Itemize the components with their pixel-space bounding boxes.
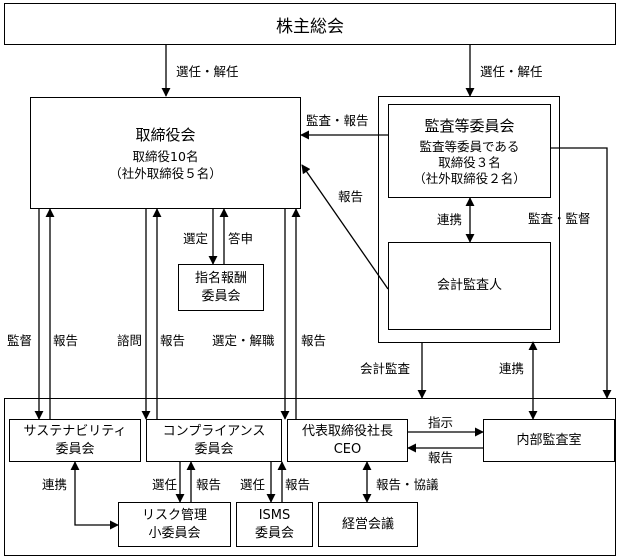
edge-label-elect-dismiss-board: 選任・解任 — [176, 64, 239, 79]
nomination-committee-box: 指名報酬 委員会 — [178, 264, 264, 311]
shareholders-meeting-label: 株主総会 — [276, 16, 344, 37]
nomination-line1: 指名報酬 — [194, 270, 247, 286]
sustainability-line1: サステナビリティ — [23, 423, 127, 439]
edge-label-supervise: 監督 — [7, 333, 33, 348]
edge-label-report-sustainability: 報告 — [53, 333, 79, 348]
ceo-line1: 代表取締役社長 — [301, 423, 393, 439]
edge-label-elect-risk: 選任 — [152, 477, 178, 492]
isms-line2: 委員会 — [254, 525, 294, 541]
audit-committee-line1: 監査等委員である — [419, 138, 520, 154]
edge-label-report-ceo: 報告 — [301, 333, 327, 348]
shareholders-meeting-box: 株主総会 — [4, 3, 616, 45]
edge-label-cooperation-risk: 連携 — [42, 477, 68, 492]
compliance-line2: 委員会 — [194, 441, 234, 457]
audit-committee-line2: 取締役３名 — [438, 154, 501, 170]
audit-committee-line3: （社外取締役２名） — [413, 171, 526, 187]
edge-label-elect-dismiss-audit: 選任・解任 — [480, 64, 543, 79]
isms-committee-box: ISMS 委員会 — [236, 502, 313, 547]
nomination-line2: 委員会 — [201, 288, 241, 304]
board-outside-members: （社外取締役５名） — [109, 165, 222, 181]
edge-label-audit-supervise: 監査・監督 — [528, 211, 591, 226]
accounting-auditor-box: 会計監査人 — [388, 242, 551, 330]
internal-audit-box: 内部監査室 — [483, 419, 615, 462]
ceo-box: 代表取締役社長 CEO — [287, 419, 408, 462]
edge-label-report-diagonal: 報告 — [338, 189, 364, 204]
edge-label-report-isms: 報告 — [285, 477, 311, 492]
edge-label-report-consult: 報告・協議 — [376, 477, 439, 492]
edge-label-select-dismiss: 選定・解職 — [212, 333, 275, 348]
audit-group-frame — [378, 96, 560, 343]
board-of-directors-box: 取締役会 取締役10名 （社外取締役５名） — [30, 97, 301, 209]
risk-line2: 小委員会 — [148, 525, 201, 541]
edge-label-cooperation-internal: 連携 — [499, 361, 525, 376]
management-meeting-label: 経営会議 — [341, 516, 394, 532]
management-meeting-box: 経営会議 — [318, 502, 418, 547]
edge-label-instruct: 指示 — [428, 415, 454, 430]
edge-label-cooperation-audit: 連携 — [437, 212, 463, 227]
compliance-committee-box: コンプライアンス 委員会 — [146, 419, 282, 462]
edge-label-report-internal: 報告 — [428, 450, 454, 465]
edge-label-accounting-audit: 会計監査 — [360, 361, 411, 376]
accounting-auditor-label: 会計監査人 — [436, 278, 502, 294]
compliance-line1: コンプライアンス — [162, 423, 266, 439]
risk-line1: リスク管理 — [141, 507, 207, 523]
edge-label-selection: 選定 — [183, 231, 209, 246]
board-title: 取締役会 — [135, 126, 196, 145]
risk-subcommittee-box: リスク管理 小委員会 — [118, 502, 231, 547]
edge-label-report-risk: 報告 — [196, 477, 222, 492]
board-members: 取締役10名 — [132, 149, 199, 165]
internal-audit-label: 内部監査室 — [516, 432, 582, 448]
audit-committee-title: 監査等委員会 — [424, 116, 515, 135]
edge-label-response: 答申 — [228, 231, 254, 246]
edge-label-consult: 諮問 — [117, 333, 143, 348]
isms-line1: ISMS — [258, 507, 291, 523]
audit-committee-box: 監査等委員会 監査等委員である 取締役３名 （社外取締役２名） — [388, 104, 551, 198]
executive-group-frame — [4, 398, 616, 556]
edge-label-report-compliance: 報告 — [160, 333, 186, 348]
sustainability-committee-box: サステナビリティ 委員会 — [9, 419, 141, 462]
sustainability-line2: 委員会 — [55, 441, 95, 457]
edge-label-elect-isms: 選任 — [240, 477, 266, 492]
edge-label-audit-report: 監査・報告 — [306, 113, 369, 128]
ceo-line2: CEO — [333, 441, 362, 457]
